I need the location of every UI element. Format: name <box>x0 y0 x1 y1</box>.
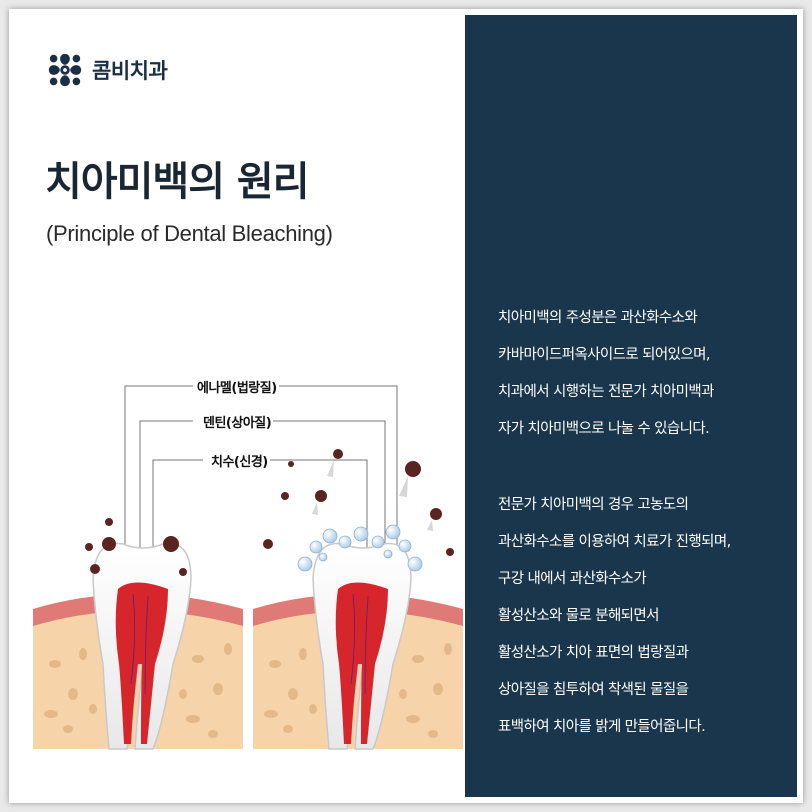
paragraph-2-line: 구강 내에서 과산화수소가 <box>498 571 647 587</box>
label-dentin: 덴틴(상아질) <box>201 412 274 431</box>
paragraph-1-line: 자가 치아미백으로 나눌 수 있습니다. <box>498 421 710 437</box>
description-paragraph-1: 치아미백의 주성분은 과산화수소와 카바마이드퍼옥사이드로 되어있으며, 치과에… <box>498 300 714 448</box>
paragraph-1-line: 치과에서 시행하는 전문가 치아미백과 <box>498 384 714 400</box>
label-enamel: 에나멜(법랑질) <box>195 377 279 396</box>
paragraph-1-line: 치아미백의 주성분은 과산화수소와 <box>498 310 698 326</box>
description-paragraph-2: 전문가 치아미백의 경우 고농도의 과산화수소를 이용하여 치료가 진행되며, … <box>498 487 731 746</box>
left-panel: 콤비치과 치아미백의 원리 (Principle of Dental Bleac… <box>9 9 465 803</box>
brand-logo: 콤비치과 <box>46 51 168 89</box>
paragraph-2-line: 표백하여 치아를 밝게 만들어줍니다. <box>498 719 706 735</box>
paragraph-2-line: 과산화수소를 이용하여 치료가 진행되며, <box>498 534 731 550</box>
description-panel: 치아미백의 주성분은 과산화수소와 카바마이드퍼옥사이드로 되어있으며, 치과에… <box>465 15 797 797</box>
paragraph-2-line: 활성산소가 치아 표면의 법랑질과 <box>498 645 689 661</box>
paragraph-2-line: 활성산소와 물로 분해되면서 <box>498 608 660 624</box>
page-subtitle: (Principle of Dental Bleaching) <box>46 221 333 246</box>
tooth-diagram: 에나멜(법랑질) 덴틴(상아질) 치수(신경) <box>23 364 463 754</box>
brand-logo-icon <box>48 53 82 87</box>
brand-name: 콤비치과 <box>92 59 168 83</box>
paragraph-2-line: 상아질을 침투하여 착색된 물질을 <box>498 682 689 698</box>
paragraph-1-line: 카바마이드퍼옥사이드로 되어있으며, <box>498 347 710 363</box>
label-pulp: 치수(신경) <box>209 451 270 470</box>
card-frame: 콤비치과 치아미백의 원리 (Principle of Dental Bleac… <box>9 9 803 803</box>
tooth-illustration <box>33 385 463 750</box>
tooth-before <box>33 518 243 750</box>
paragraph-2-line: 전문가 치아미백의 경우 고농도의 <box>498 497 689 513</box>
page-title: 치아미백의 원리 <box>45 159 310 205</box>
tooth-after <box>253 449 463 750</box>
